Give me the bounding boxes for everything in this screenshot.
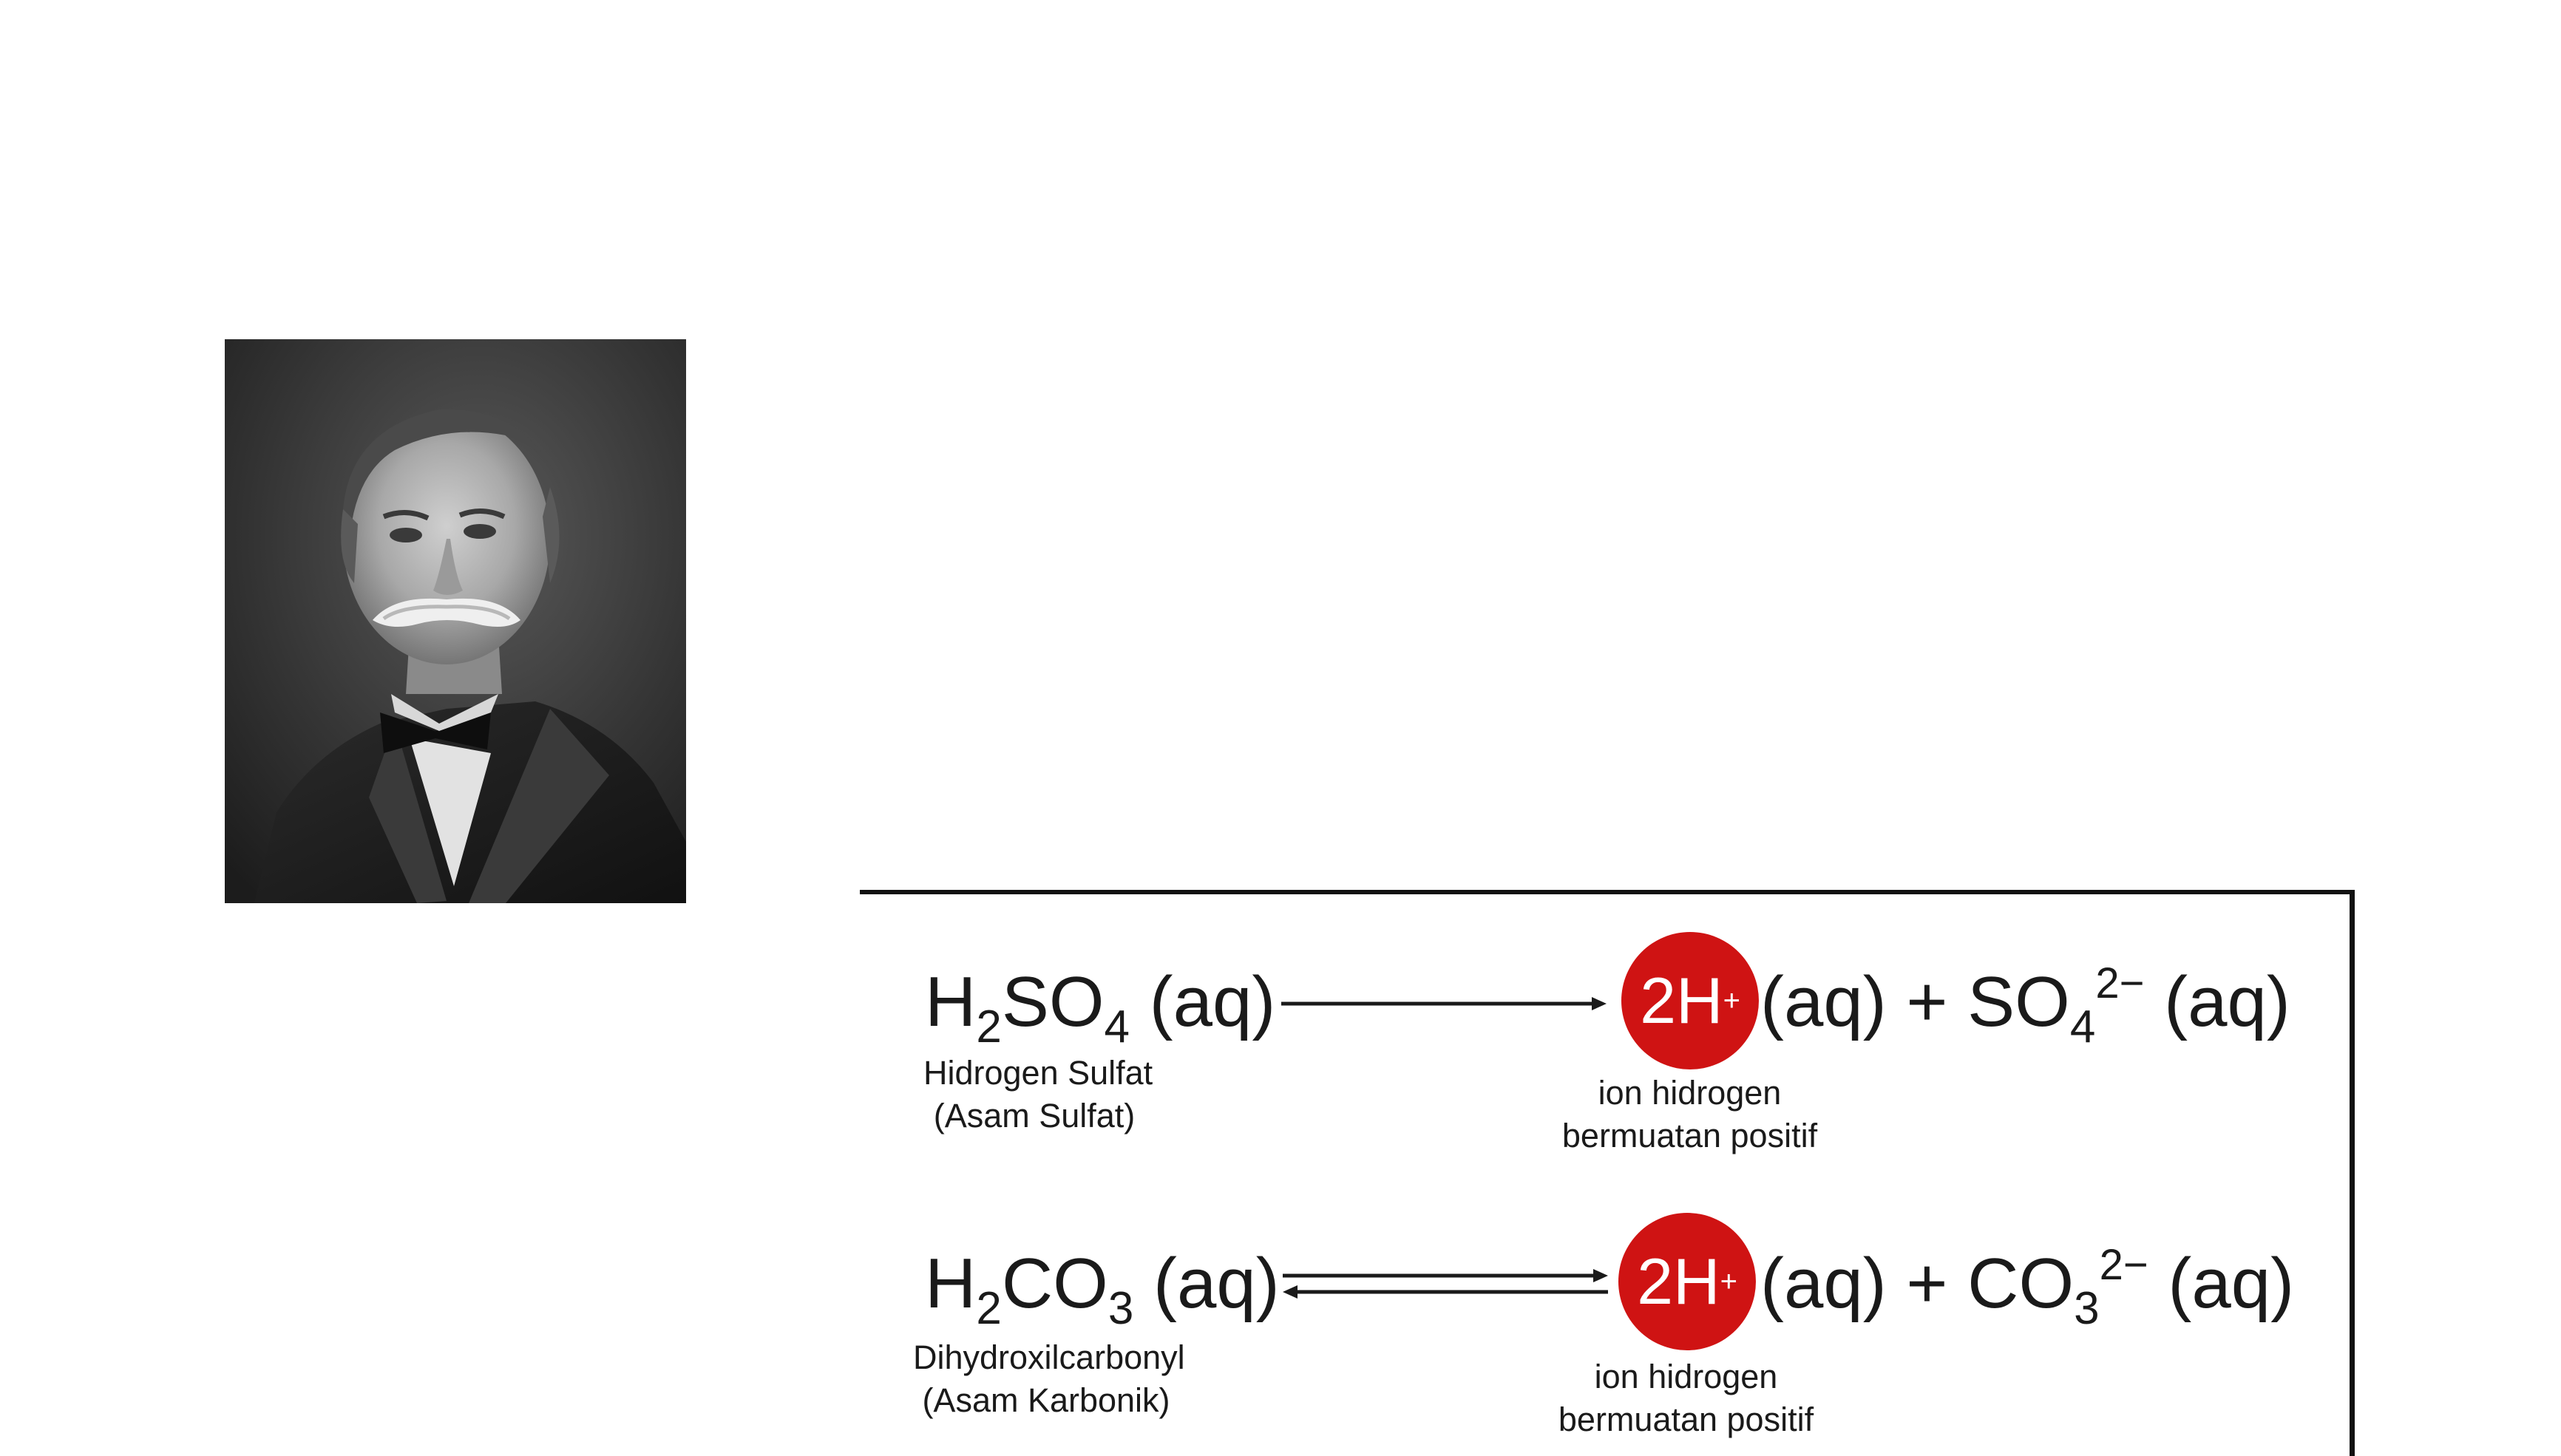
ion-caption-line-1a: ion hidrogen <box>1598 1074 1782 1112</box>
reactant-formula-2: H2CO3 (aq) <box>925 1244 1280 1334</box>
ion-caption-line-2a: ion hidrogen <box>1594 1358 1778 1395</box>
ion-caption-line-2b: bermuatan positif <box>1558 1401 1814 1438</box>
reactant-caption-1: Hidrogen Sulfat (Asam Sulfat) <box>923 1052 1153 1137</box>
ion-caption-2: ion hidrogen bermuatan positif <box>1544 1355 1828 1441</box>
products-formula-1: (aq) + SO42− (aq) <box>1760 959 2290 1052</box>
reactant-caption-2: Dihydroxilcarbonyl (Asam Karbonik) <box>913 1336 1185 1422</box>
reactant-formula-1: H2SO4 (aq) <box>925 962 1276 1052</box>
ion-caption-1: ion hidrogen bermuatan positif <box>1547 1072 1832 1157</box>
portrait-illustration <box>225 339 686 903</box>
products-formula-2: (aq) + CO32− (aq) <box>1760 1241 2295 1334</box>
reaction-panel: H2SO4 (aq) 2H+ (aq) + SO42− (aq) Hidroge… <box>860 890 2355 1456</box>
reactant-name-2: Dihydroxilcarbonyl <box>913 1338 1185 1376</box>
portrait-photo <box>225 339 686 903</box>
reactant-name-1: Hidrogen Sulfat <box>923 1054 1153 1092</box>
ion-caption-line-1b: bermuatan positif <box>1561 1117 1818 1154</box>
single-arrow <box>1281 997 1607 1010</box>
equilibrium-arrow <box>1283 1269 1608 1299</box>
hydrogen-ion-circle-1: 2H+ <box>1621 932 1759 1069</box>
reactant-common-name-2: (Asam Karbonik) <box>922 1381 1170 1419</box>
reactant-common-name-1: (Asam Sulfat) <box>933 1097 1136 1134</box>
hydrogen-ion-circle-2: 2H+ <box>1618 1213 1756 1350</box>
